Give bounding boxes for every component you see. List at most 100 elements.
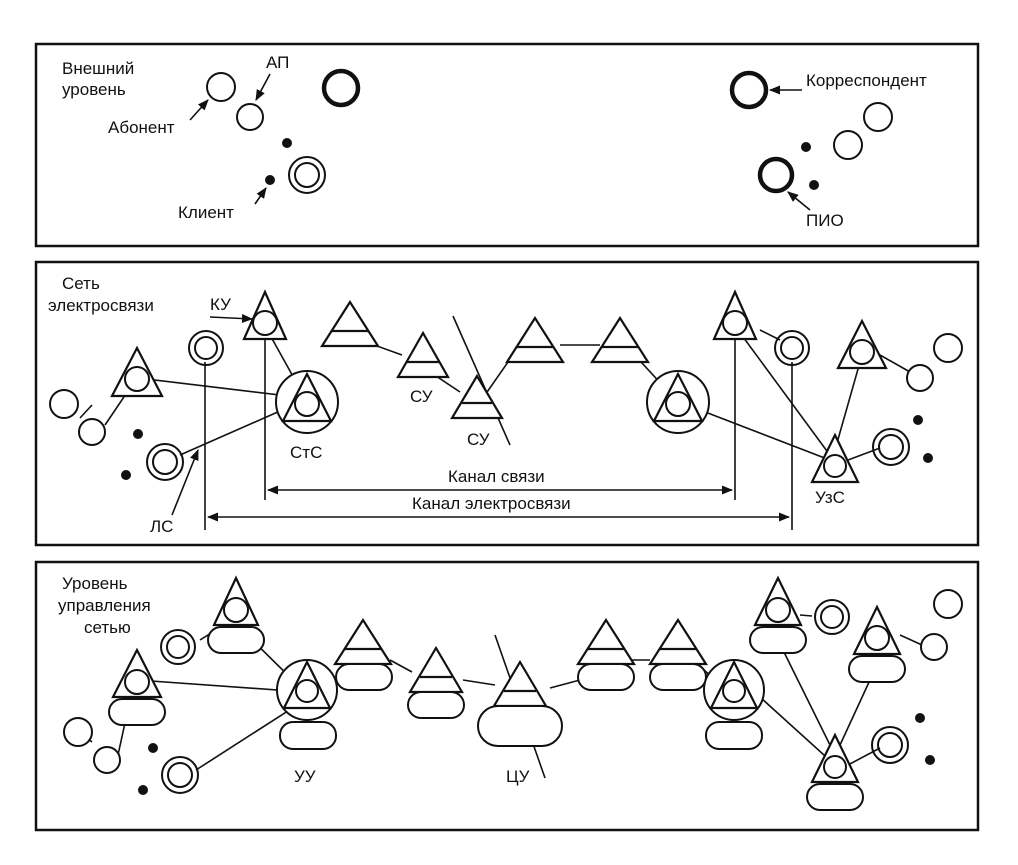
subscriber-ring-inner [194,336,218,360]
external-level-title-2: уровень [62,80,126,99]
terminal-node [242,289,288,341]
subscriber-circle [920,633,948,661]
su-label-1: СУ [410,387,433,406]
subscriber-ring-inner [820,605,844,629]
client-ring-inner [294,162,320,188]
managed-switch-node [332,617,394,691]
terminal-node [110,345,164,398]
subscriber-ring-inner [152,449,178,475]
pio-circle [757,156,795,194]
subscriber-ring-inner [780,336,804,360]
subscriber-circle [78,418,106,446]
subscriber-circle [49,389,79,419]
subscriber-circle [63,717,93,747]
management-title-2: управления [58,596,151,615]
subscriber-dot [925,755,935,765]
switching-node [396,330,450,379]
su-label-2: СУ [467,430,490,449]
subscriber-ring-outer [872,428,910,466]
remote-dot [801,142,811,152]
ls-arrow [171,448,199,516]
managed-terminal-node [749,575,807,654]
subscriber-dot [148,743,158,753]
subscriber-ring-outer [188,330,224,366]
client-dot [282,138,292,148]
pio-arrow [787,191,811,211]
external-level-panel [34,42,980,248]
managed-terminal-node [108,647,166,726]
abonent-arrow [189,99,209,121]
subscriber-ring-outer [774,330,810,366]
managed-hub-node [806,732,864,811]
managed-terminal-node [207,575,265,654]
subscriber-ring-outer [871,726,909,764]
pio-label: ПИО [806,211,844,230]
subscriber-ring-inner [877,732,903,758]
ku-arrow [209,314,254,323]
subscriber-ring-inner [166,635,190,659]
subscriber-circle [933,589,963,619]
telecom-network-panel [34,260,980,547]
ku-label: КУ [210,295,231,314]
ls-label: ЛС [150,517,173,536]
client-ring-outer [288,156,326,194]
subscriber-dot [133,429,143,439]
management-unit-node [276,659,338,750]
telecom-title-1: Сеть [62,274,100,293]
subscriber-dot [923,453,933,463]
channel-label: Канал связи [448,467,545,486]
telecom-title-2: электросвязи [48,296,154,315]
uzs-label: УзС [815,488,845,507]
subscriber-dot [913,415,923,425]
terminal-node [712,289,758,341]
abonent-label: Абонент [108,118,175,137]
subscriber-ring-inner [878,434,904,460]
remote-terminal-circle [833,130,863,160]
management-unit-node [703,659,765,750]
korrespondent-label: Корреспондент [806,71,927,90]
managed-switch-node [575,617,637,691]
remote-subscriber-circle [863,102,893,132]
subscriber-dot [915,713,925,723]
ap-arrow [255,73,271,101]
station-node [646,370,710,434]
subscriber-dot [121,470,131,480]
switching-node [450,373,504,420]
ap-label: АП [266,53,289,72]
subscriber-circle [93,746,121,774]
uu-label: УУ [294,767,316,786]
station-node [275,370,339,434]
hub-node [810,432,860,484]
switching-node [589,315,651,364]
client-dot [265,175,275,185]
switching-node [319,299,381,348]
subscriber-ring-outer [161,756,199,794]
tsu-label: ЦУ [506,767,530,786]
subscriber-ring-inner [167,762,193,788]
telecom-channel-label: Канал электросвязи [412,494,571,513]
subscriber-dot [138,785,148,795]
remote-dot [809,180,819,190]
managed-terminal-node [848,604,906,683]
subscriber-circle [906,364,934,392]
control-center-node [477,659,563,747]
management-level-panel [34,560,980,832]
correspondent-circle [729,70,769,110]
klient-label: Клиент [178,203,234,222]
managed-switch-node [647,617,709,691]
subscriber-circle [206,72,236,102]
subscriber-ring-outer [814,599,850,635]
sts-label: СтС [290,443,322,462]
management-title-1: Уровень [62,574,128,593]
managed-switch-node [407,645,465,719]
correspondent-circle-left [321,68,361,108]
klient-arrow [254,187,267,205]
management-title-3: сетью [84,618,131,637]
switching-node [504,315,566,364]
external-level-title-1: Внешний [62,59,134,78]
terminal-node [836,318,888,370]
telecom-channel-arrows [206,485,791,522]
boundary-line [452,315,511,446]
subscriber-circle [933,333,963,363]
